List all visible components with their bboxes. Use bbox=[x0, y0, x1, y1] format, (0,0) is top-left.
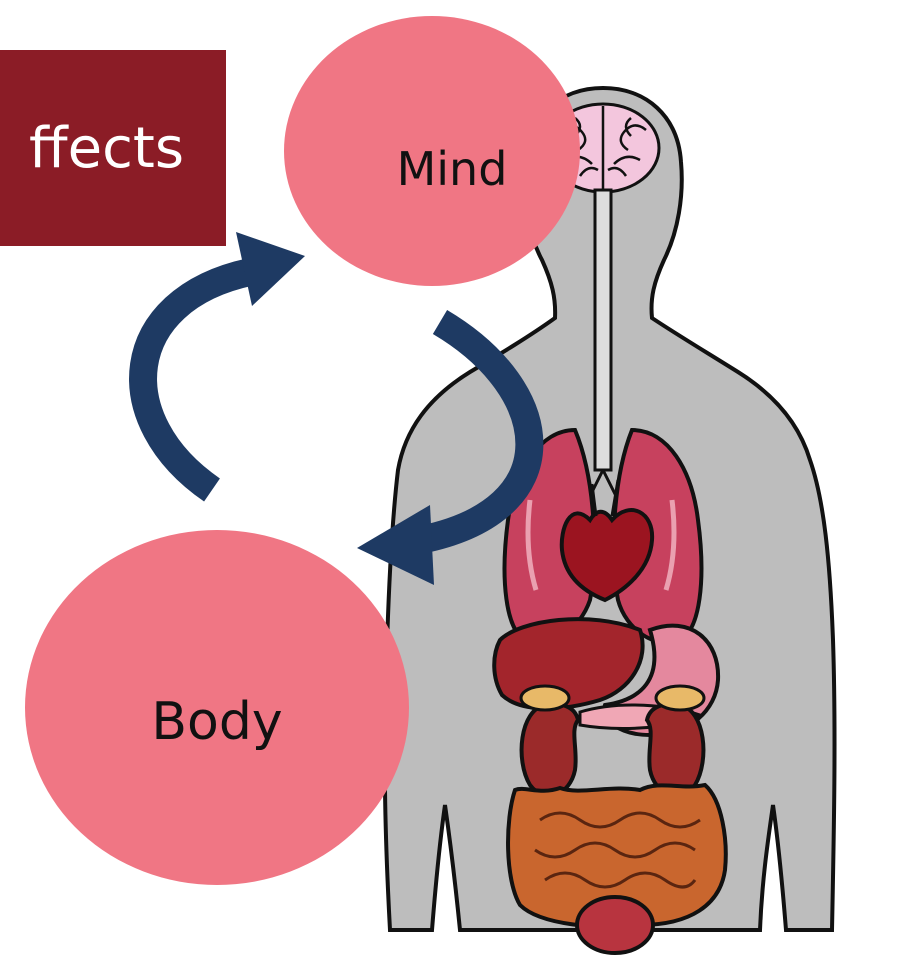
body-label: Body bbox=[151, 692, 282, 752]
bladder bbox=[577, 897, 653, 953]
mind-label: Mind bbox=[397, 142, 508, 196]
right-kidney bbox=[647, 704, 703, 796]
mind-circle: Mind bbox=[284, 16, 580, 286]
spinal-cord bbox=[595, 190, 611, 470]
body-circle: Body bbox=[25, 530, 409, 885]
title-box: ffects bbox=[0, 50, 226, 246]
title-text: ffects bbox=[29, 116, 184, 181]
left-kidney bbox=[522, 704, 578, 796]
